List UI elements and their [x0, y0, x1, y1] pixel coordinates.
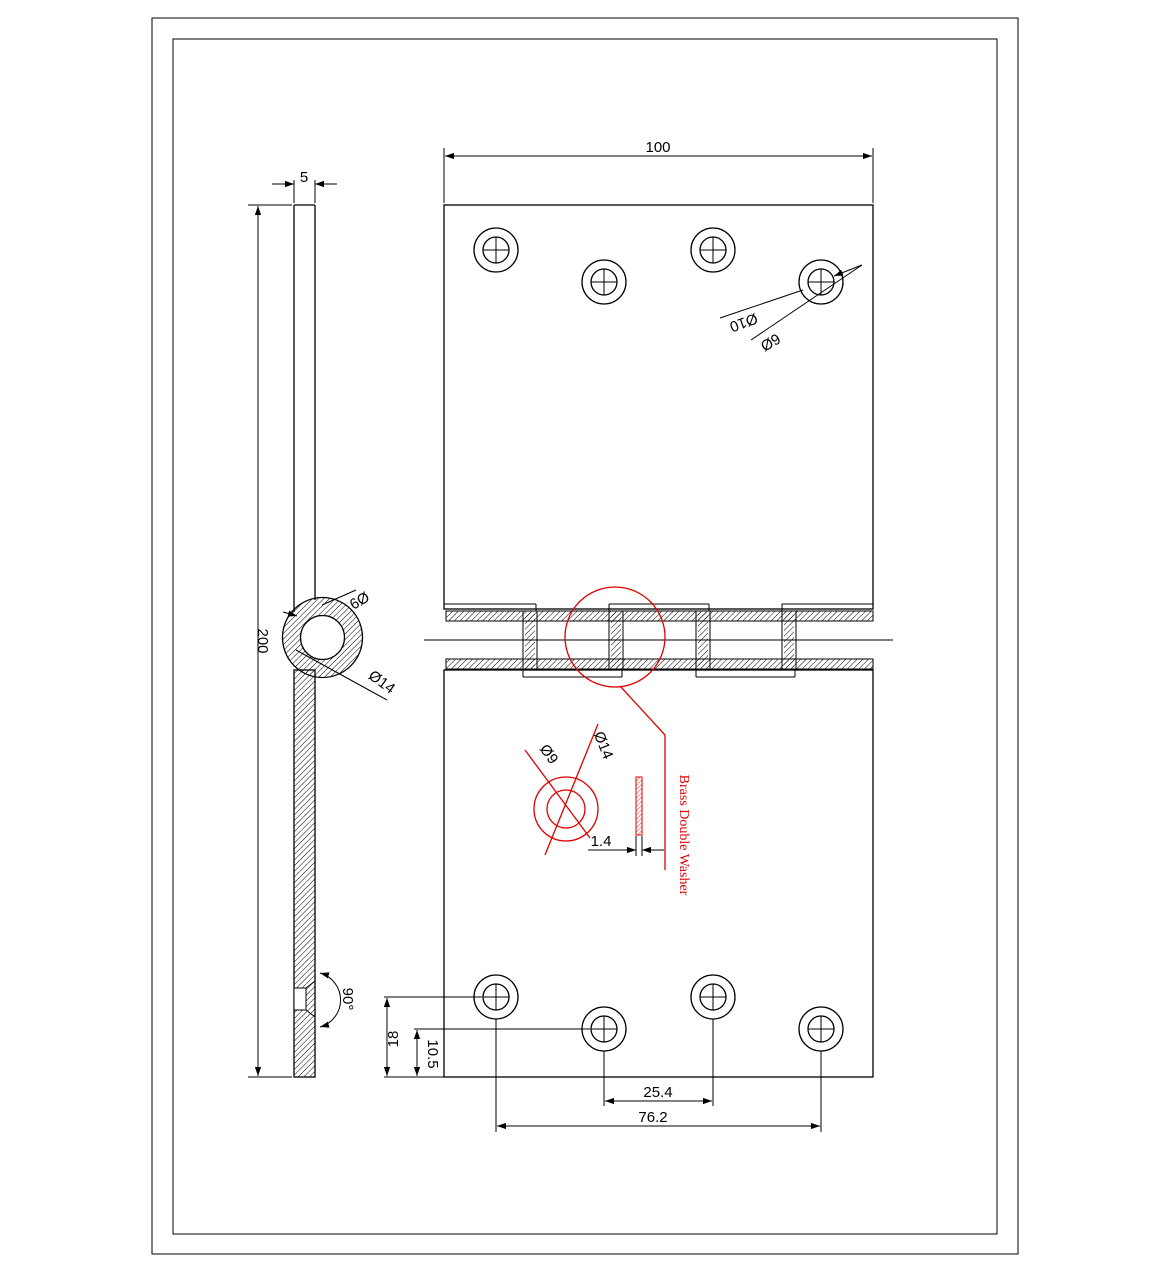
dim-outer-text: Ø14: [365, 667, 398, 697]
screw-hole: [581, 259, 627, 305]
washer-outer-dim-text: Ø14: [590, 729, 616, 762]
knuckle-washer: [522, 610, 538, 670]
screw-hole: [798, 259, 844, 305]
upper-plate: [443, 204, 874, 610]
dim-hole-outer-text: Ø10: [727, 309, 759, 335]
dim-angle-arc: [319, 972, 342, 1028]
washer-inner-dim-text: Ø9: [536, 741, 562, 767]
lower-holes: [473, 974, 844, 1052]
washer-thickness-text: 1.4: [591, 833, 612, 850]
dim-hole-inner-leader: [750, 264, 863, 341]
dim-outer-leader: [295, 649, 388, 701]
dim-bore-leader: [321, 589, 357, 606]
washer-detail: [524, 586, 666, 870]
dim-angle-text: 90°: [339, 988, 356, 1011]
screw-hole: [690, 227, 736, 273]
dim-10-5-text: 10.5: [424, 1039, 441, 1068]
dim-hole-outer-leader: [719, 289, 804, 319]
side-view: [248, 180, 388, 1078]
knuckle-section: [281, 589, 388, 701]
knuckle-washer: [781, 610, 797, 670]
dim-width-text: 100: [645, 139, 670, 156]
washer-section: [635, 776, 643, 836]
upper-holes: [473, 227, 863, 341]
front-view: [383, 148, 893, 1132]
washer-outer-circle: [533, 776, 599, 842]
lower-plate: [443, 669, 874, 1078]
screw-hole: [798, 1006, 844, 1052]
knuckle-strip: [424, 603, 893, 678]
detail-leader: [619, 685, 666, 870]
lower-leaf-section: [293, 669, 316, 1078]
screw-hole: [690, 974, 736, 1020]
screw-hole: [473, 227, 519, 273]
detail-callout-circle: [564, 586, 666, 688]
dim-25-4-text: 25.4: [643, 1084, 672, 1101]
dim-18-text: 18: [385, 1031, 402, 1048]
washer-label: Brass Double Washer: [676, 775, 691, 896]
dim-thickness-text: 5: [300, 169, 308, 186]
dim-length-text: 200: [254, 628, 271, 653]
knuckle-washer: [695, 610, 711, 670]
dim-76-2-text: 76.2: [638, 1109, 667, 1126]
washer-inner-circle: [546, 789, 586, 829]
drawing-border: [151, 17, 1019, 1255]
knuckle-washer: [608, 610, 624, 670]
